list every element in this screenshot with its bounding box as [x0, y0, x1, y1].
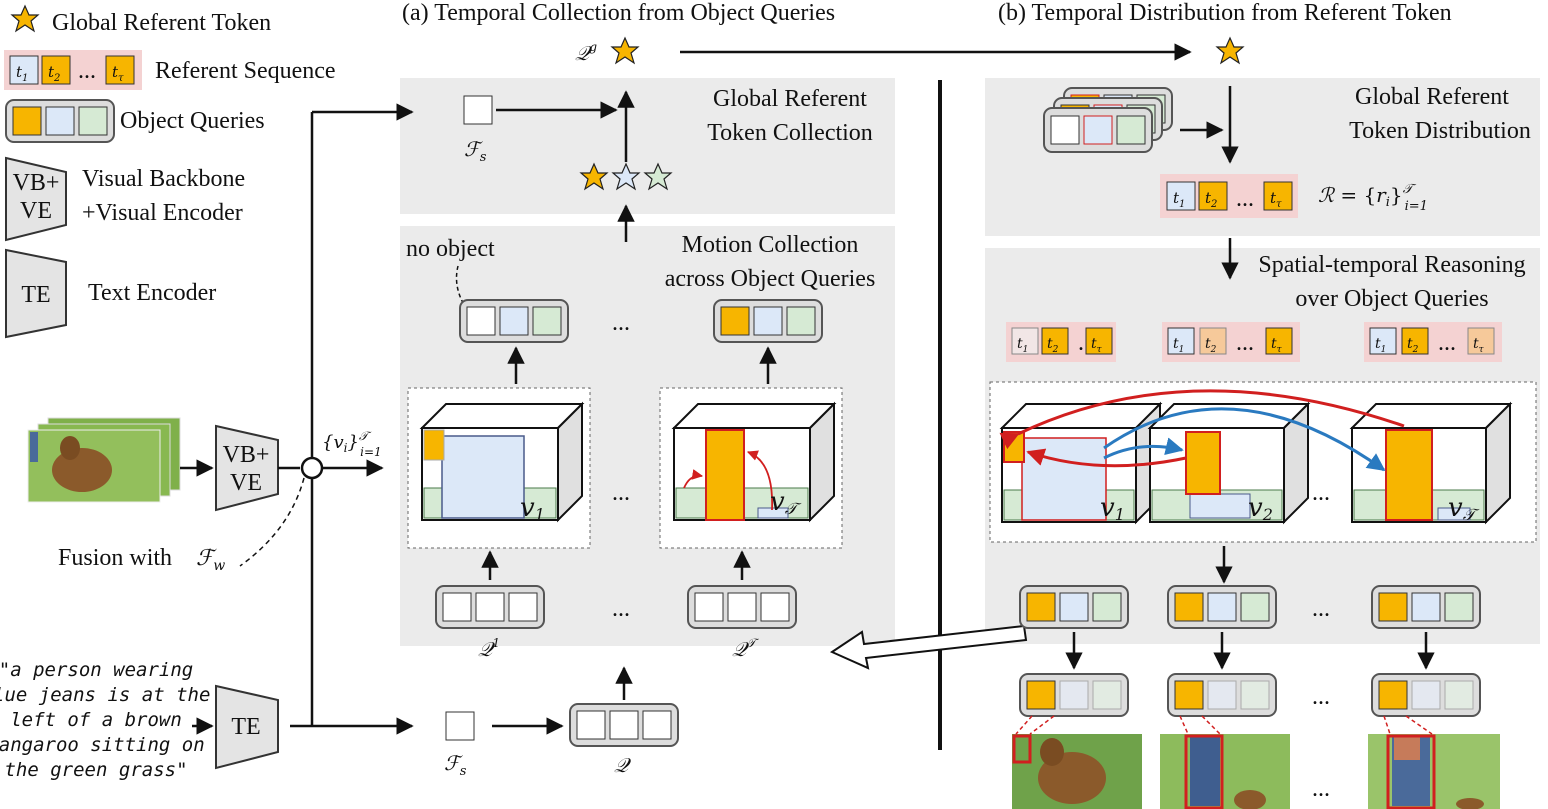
svg-text:tτ: tτ	[1473, 336, 1485, 355]
svg-text:Token Distribution: Token Distribution	[1349, 118, 1531, 144]
query-q	[569, 703, 679, 747]
svg-text:𝒬g: 𝒬g	[575, 40, 597, 65]
svg-text:...: ...	[1312, 596, 1330, 622]
sequence-frame-t: t1 t2 ... tτ	[1364, 322, 1502, 362]
query-q1	[435, 585, 545, 629]
svg-text:𝒬𝒯: 𝒬𝒯	[732, 636, 759, 661]
fusion-label: Fusion with	[58, 545, 172, 571]
svg-text:VB+: VB+	[223, 442, 270, 468]
svg-text:tτ: tτ	[1271, 336, 1283, 355]
stacked-queries	[1043, 87, 1173, 153]
svg-text:...: ...	[1312, 684, 1330, 710]
query-qt	[687, 585, 797, 629]
svg-text:+Visual Encoder: +Visual Encoder	[82, 200, 243, 226]
svg-text:Motion Collection: Motion Collection	[682, 232, 859, 258]
query-text: "a person wearing blue jeans is at the l…	[0, 659, 210, 781]
svg-text:Token Collection: Token Collection	[707, 120, 873, 146]
svg-text:VB+: VB+	[13, 170, 60, 196]
svg-text:blue jeans is at the: blue jeans is at the	[0, 684, 210, 706]
legend-referent-sequence-label: Referent Sequence	[155, 58, 336, 84]
svg-text:t2: t2	[1047, 336, 1059, 355]
fusion-node	[300, 456, 324, 480]
return-arrow	[829, 624, 1028, 670]
no-object-label: no object	[406, 236, 495, 262]
svg-text:𝒬: 𝒬	[614, 753, 632, 777]
svg-text:ℱs: ℱs	[444, 751, 467, 779]
selected-queries-2	[1167, 673, 1277, 717]
svg-text:...: ...	[78, 58, 96, 84]
svg-text:...: ...	[1312, 480, 1330, 506]
svg-text:...: ...	[1312, 776, 1330, 802]
svg-text:{vi}𝒯i=1: {vi}𝒯i=1	[322, 429, 382, 459]
output-frame-2	[1160, 734, 1290, 809]
svg-text:kangaroo sitting on: kangaroo sitting on	[0, 734, 205, 756]
svg-text:...: ...	[612, 480, 630, 506]
svg-text:across Object Queries: across Object Queries	[665, 266, 876, 292]
svg-text:VE: VE	[20, 198, 52, 224]
svg-text:Text Encoder: Text Encoder	[88, 280, 216, 306]
vb-ve-block	[215, 424, 279, 512]
panel-b-title: (b) Temporal Distribution from Referent …	[998, 0, 1452, 26]
svg-text:...: ...	[1438, 330, 1456, 356]
svg-text:TE: TE	[231, 714, 260, 740]
output-queries-t	[1371, 585, 1481, 629]
legend-object-queries-label: Object Queries	[120, 108, 265, 134]
svg-text:...: ...	[612, 596, 630, 622]
global-token-star-icon	[611, 37, 639, 64]
selected-queries-t	[1371, 673, 1481, 717]
svg-text:t1: t1	[1375, 336, 1386, 355]
svg-text:ℱw: ℱw	[196, 546, 225, 574]
cube-frame-t: v𝒯	[671, 401, 837, 523]
svg-text:over Object Queries: over Object Queries	[1295, 286, 1488, 312]
svg-text:...: ...	[1236, 186, 1254, 212]
referent-sequence: t1 t2 ... tτ	[1160, 174, 1298, 218]
output-queries-2	[1167, 585, 1277, 629]
star-icon	[11, 5, 39, 32]
svg-text:t2: t2	[1407, 336, 1419, 355]
output-frame-t	[1368, 734, 1500, 809]
te-block	[215, 684, 279, 770]
svg-text:"a person wearing: "a person wearing	[0, 659, 193, 681]
output-queries-1	[1019, 585, 1129, 629]
svg-text:left of a brown: left of a brown	[10, 709, 182, 731]
cube-b-2: v2	[1147, 401, 1311, 525]
svg-text:t1: t1	[1173, 336, 1184, 355]
svg-text:t1: t1	[1017, 336, 1028, 355]
svg-text:the green grass": the green grass"	[4, 759, 187, 781]
svg-text:t2: t2	[1205, 336, 1217, 355]
query-group-t	[713, 299, 823, 343]
svg-text:Visual Backbone: Visual Backbone	[82, 166, 245, 192]
svg-text:tτ: tτ	[1091, 336, 1103, 355]
svg-text:VE: VE	[230, 470, 262, 496]
input-frames	[27, 417, 181, 503]
legend: Global Referent Token t1 t2 ... tτ Refer…	[4, 5, 336, 339]
sequence-frame-2: t1 t2 ... tτ	[1162, 322, 1300, 362]
output-frame-1	[1012, 734, 1142, 809]
svg-text:Spatial-temporal Reasoning: Spatial-temporal Reasoning	[1258, 252, 1525, 278]
distributed-token-star-icon	[1216, 37, 1244, 64]
svg-text:...: ...	[1236, 330, 1254, 356]
cube-frame-1: v1	[419, 401, 585, 524]
svg-text:Global Referent: Global Referent	[1355, 84, 1509, 110]
svg-text:...: ...	[612, 310, 630, 336]
svg-text:𝒬1: 𝒬1	[478, 636, 500, 661]
svg-text:TE: TE	[21, 282, 50, 308]
legend-global-token-label: Global Referent Token	[52, 10, 271, 36]
selected-queries-1	[1019, 673, 1129, 717]
query-group-1	[459, 299, 569, 343]
panel-a-title: (a) Temporal Collection from Object Quer…	[402, 0, 835, 26]
svg-text:Global Referent: Global Referent	[713, 86, 867, 112]
